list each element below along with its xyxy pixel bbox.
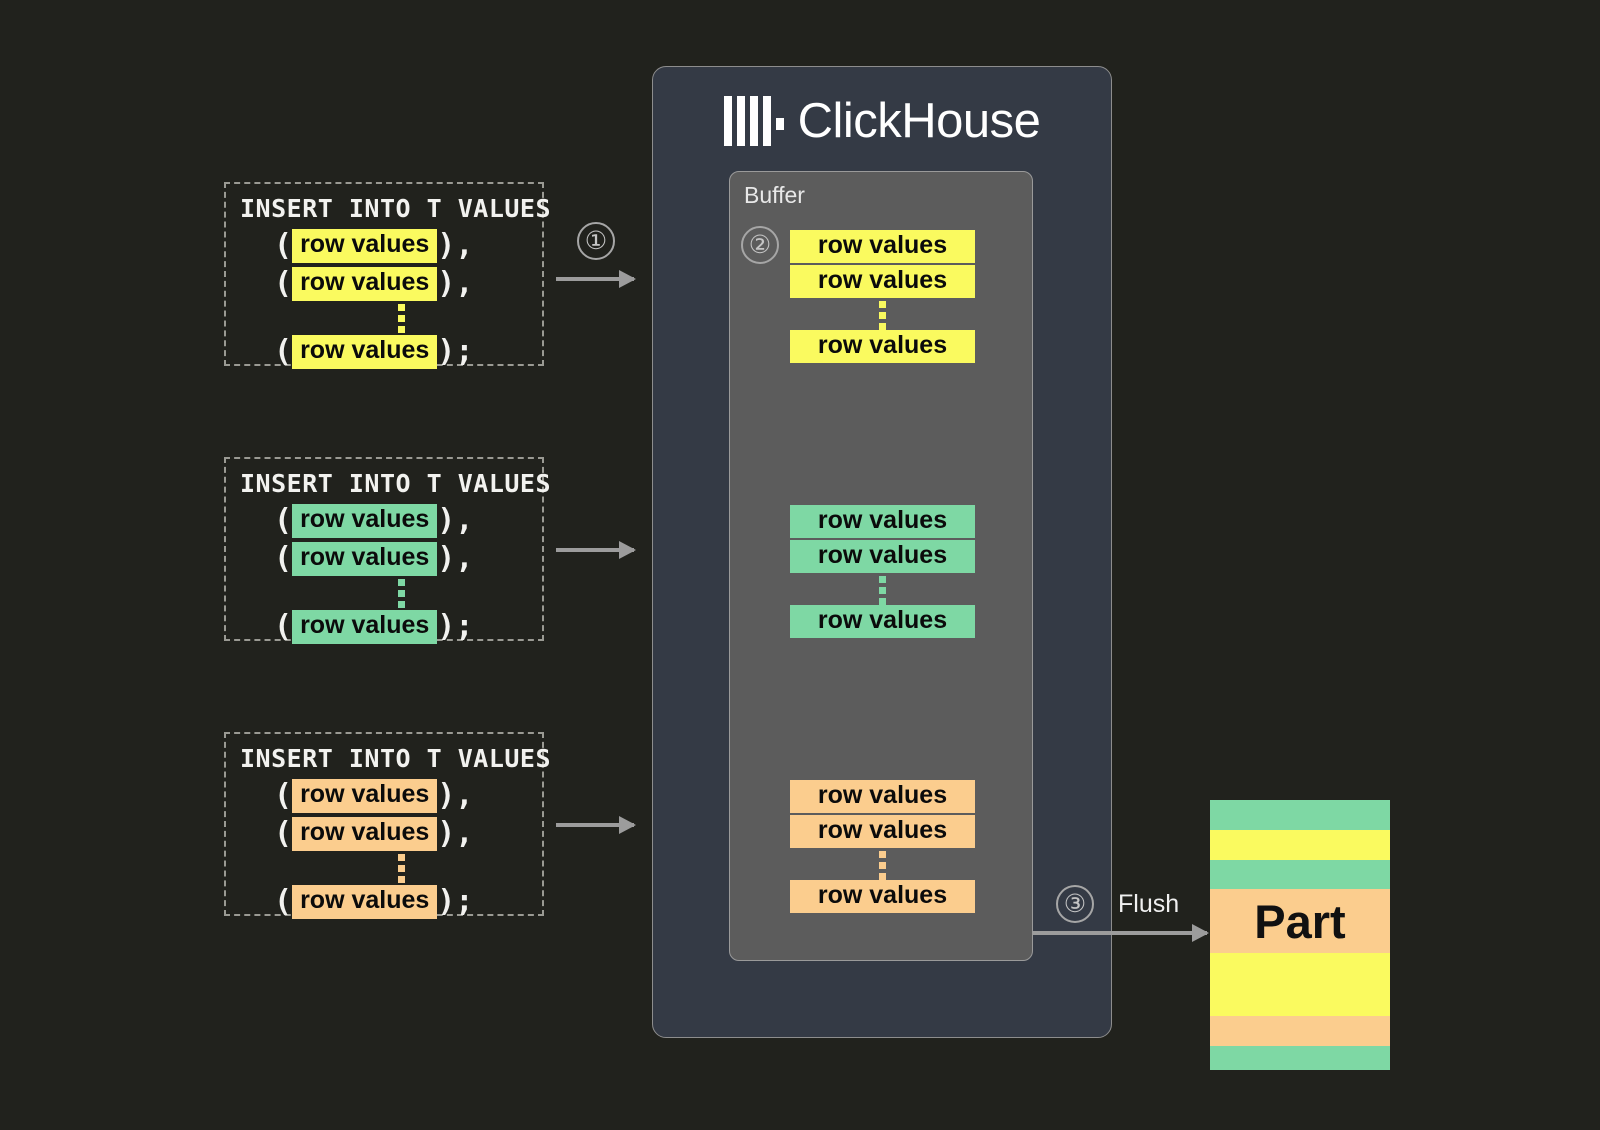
insert-row: ( row values ); (240, 608, 528, 646)
row-values-chip: row values (790, 539, 975, 574)
close-paren: ), (437, 228, 474, 263)
open-paren: ( (274, 266, 293, 301)
close-paren: ), (437, 816, 474, 851)
row-values-chip: row values (790, 814, 975, 849)
insert-arrow-2 (556, 541, 636, 559)
buffer-label: Buffer (744, 182, 805, 208)
row-values-chip: row values (790, 329, 975, 364)
vertical-ellipsis-icon (790, 300, 975, 330)
insert-header-3: INSERT INTO T VALUES (240, 744, 552, 773)
part-block: Part (1210, 800, 1390, 1070)
buffer-group-green: row values row values row values (790, 504, 975, 640)
insert-row: ( row values ), (240, 540, 528, 578)
insert-arrow-3 (556, 816, 636, 834)
buffer-row: row values (790, 329, 975, 364)
vertical-ellipsis-icon (790, 575, 975, 605)
insert-row: ( row values ); (240, 883, 528, 921)
row-values-chip: row values (790, 879, 975, 914)
insert-arrow-1 (556, 270, 636, 288)
flush-label: Flush (1118, 890, 1180, 918)
part-stripe-labeled: Part (1210, 889, 1390, 953)
part-stripe (1210, 830, 1390, 860)
buffer-group-yellow: row values row values row values (790, 229, 975, 365)
open-paren: ( (274, 609, 293, 644)
close-paren: ), (437, 503, 474, 538)
buffer-group-orange: row values row values row values (790, 779, 975, 915)
part-stripe (1210, 1046, 1390, 1070)
close-paren: ), (437, 266, 474, 301)
insert-statement-box-3: INSERT INTO T VALUES ( row values ), ( r… (224, 732, 552, 919)
close-paren: ); (437, 334, 474, 369)
row-values-chip: row values (292, 504, 438, 538)
row-values-chip: row values (292, 542, 438, 576)
row-values-chip: row values (292, 885, 438, 919)
insert-row: ( row values ), (240, 502, 528, 540)
insert-row: ( row values ); (240, 333, 528, 371)
row-values-chip: row values (790, 779, 975, 814)
insert-row: ( row values ), (240, 815, 528, 853)
close-paren: ); (437, 884, 474, 919)
open-paren: ( (274, 503, 293, 538)
part-stripe (1210, 860, 1390, 889)
clickhouse-panel: ClickHouse Buffer row values row values … (652, 66, 1112, 1038)
part-stripe (1210, 1016, 1390, 1046)
close-paren: ); (437, 609, 474, 644)
step-1-badge: ① (577, 222, 615, 260)
part-label: Part (1254, 894, 1346, 948)
open-paren: ( (274, 816, 293, 851)
open-paren: ( (274, 541, 293, 576)
buffer-row: row values (790, 264, 975, 299)
buffer-container: Buffer row values row values row values (729, 171, 1033, 961)
insert-header-2: INSERT INTO T VALUES (240, 469, 552, 498)
vertical-ellipsis-icon (240, 853, 528, 883)
insert-row: ( row values ), (240, 777, 528, 815)
row-values-chip: row values (790, 229, 975, 264)
vertical-ellipsis-icon (240, 303, 528, 333)
insert-header-1: INSERT INTO T VALUES (240, 194, 552, 223)
open-paren: ( (274, 778, 293, 813)
open-paren: ( (274, 228, 293, 263)
step-2-badge: ② (741, 226, 779, 264)
row-values-chip: row values (292, 817, 438, 851)
row-values-chip: row values (790, 264, 975, 299)
insert-statement-box-1: INSERT INTO T VALUES ( row values ), ( r… (224, 182, 552, 369)
row-values-chip: row values (790, 504, 975, 539)
clickhouse-title: ClickHouse (797, 94, 1041, 148)
vertical-ellipsis-icon (790, 850, 975, 880)
buffer-row: row values (790, 779, 975, 814)
buffer-row: row values (790, 814, 975, 849)
buffer-row: row values (790, 879, 975, 914)
insert-statement-box-2: INSERT INTO T VALUES ( row values ), ( r… (224, 457, 552, 644)
row-values-chip: row values (790, 604, 975, 639)
buffer-row: row values (790, 504, 975, 539)
buffer-row: row values (790, 539, 975, 574)
row-values-chip: row values (292, 229, 438, 263)
buffer-row: row values (790, 229, 975, 264)
row-values-chip: row values (292, 267, 438, 301)
close-paren: ), (437, 778, 474, 813)
buffer-row: row values (790, 604, 975, 639)
clickhouse-logo-icon (723, 96, 784, 146)
step-3-badge: ③ (1056, 885, 1094, 923)
insert-row: ( row values ), (240, 227, 528, 265)
part-stripe (1210, 800, 1390, 830)
flush-arrow (1032, 924, 1209, 942)
insert-row: ( row values ), (240, 265, 528, 303)
open-paren: ( (274, 884, 293, 919)
open-paren: ( (274, 334, 293, 369)
row-values-chip: row values (292, 779, 438, 813)
row-values-chip: row values (292, 335, 438, 369)
part-stripe (1210, 953, 1390, 1016)
vertical-ellipsis-icon (240, 578, 528, 608)
close-paren: ), (437, 541, 474, 576)
row-values-chip: row values (292, 610, 438, 644)
clickhouse-brand: ClickHouse (653, 93, 1111, 149)
